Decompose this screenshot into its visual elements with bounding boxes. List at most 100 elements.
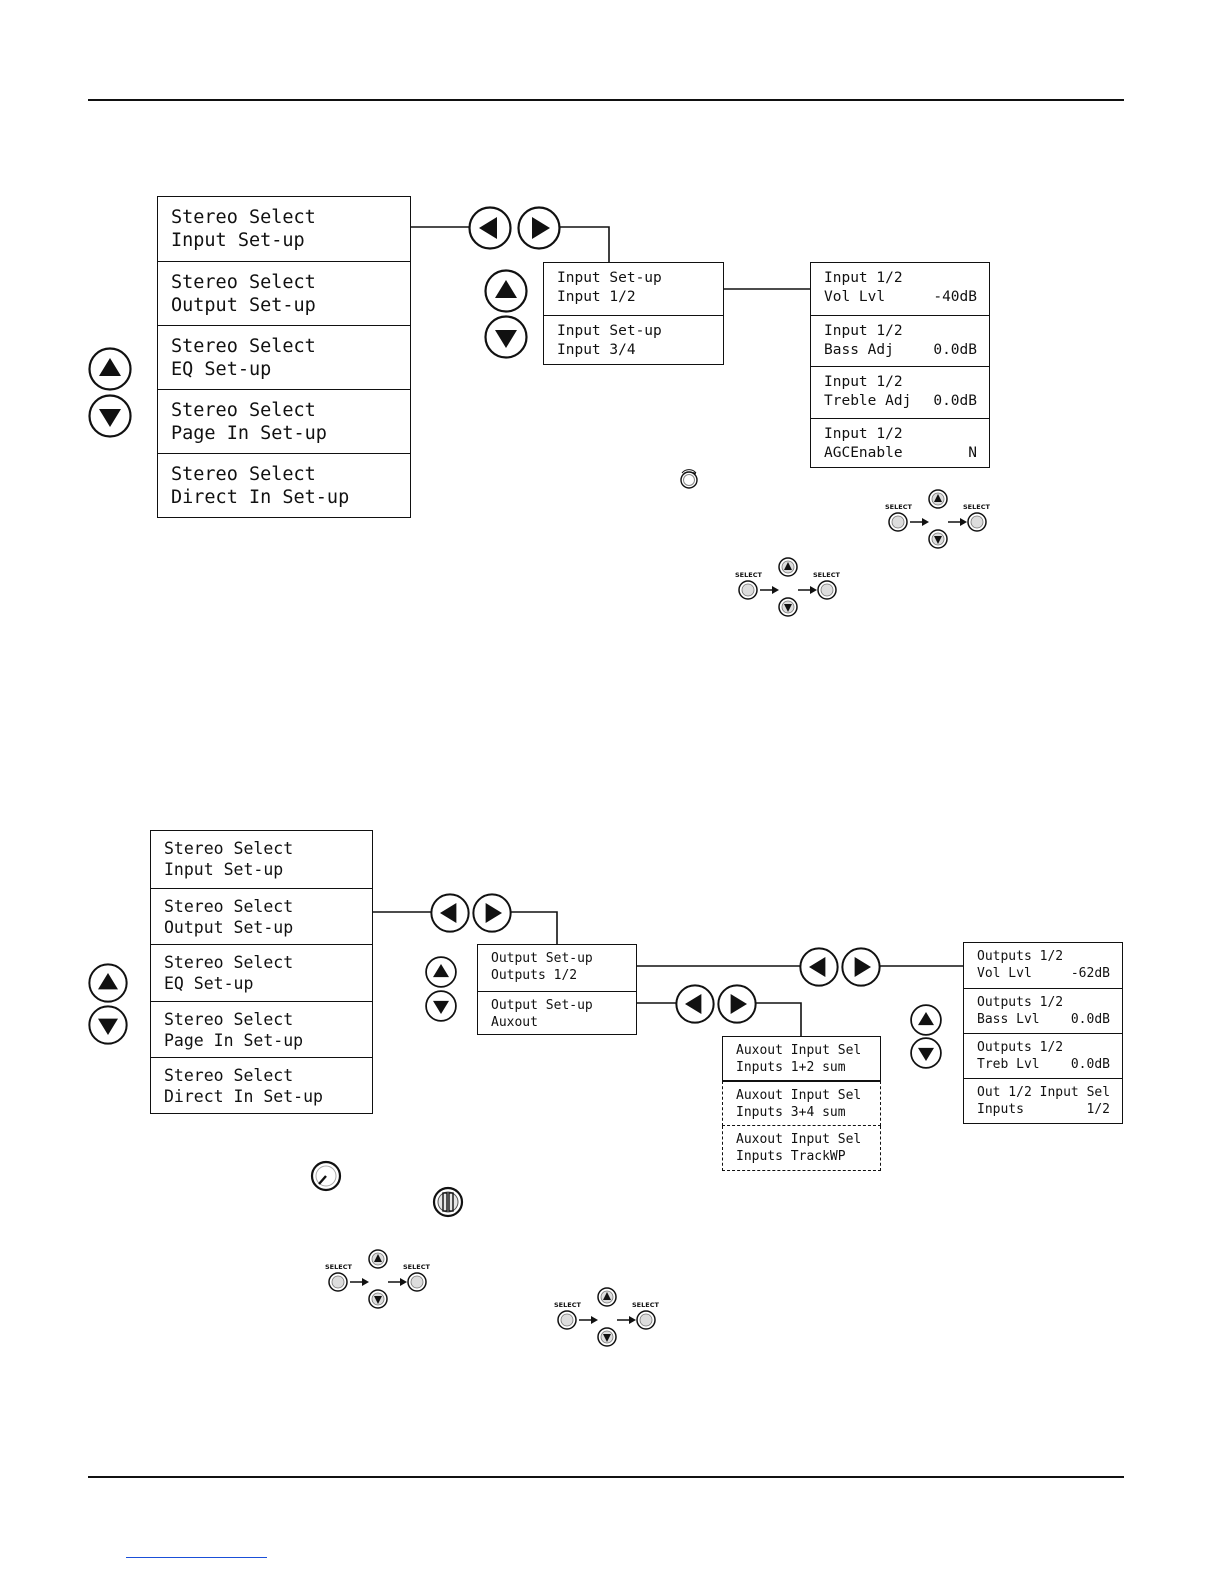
- select-label: SELECT: [325, 1263, 352, 1271]
- item-line1: Input 1/2: [824, 425, 903, 442]
- left-arrow-icon[interactable]: [675, 984, 715, 1024]
- item-line2: Direct In Set-up: [164, 1087, 323, 1106]
- item-line2: Auxout: [491, 1014, 538, 1030]
- item-line2: Inputs 3+4 sum: [736, 1105, 846, 1120]
- down-arrow-icon[interactable]: [88, 394, 132, 438]
- up-arrow-icon[interactable]: [88, 963, 128, 1003]
- up-arrow-icon[interactable]: [425, 956, 457, 988]
- item-line1: Auxout Input Sel: [736, 1043, 862, 1058]
- item-line1: Out 1/2 Input Sel: [977, 1085, 1111, 1100]
- select-sequence-icon[interactable]: SELECT SELECT: [320, 1246, 435, 1312]
- select-label: SELECT: [735, 571, 762, 579]
- item-line2: AGCEnable: [824, 444, 903, 461]
- item-line1: Stereo Select: [164, 896, 294, 916]
- menu-item-eq-setup[interactable]: Stereo Select EQ Set-up: [151, 944, 372, 1001]
- item-line1: Auxout Input Sel: [736, 1088, 862, 1103]
- up-arrow-icon[interactable]: [484, 269, 528, 313]
- select-sequence-icon[interactable]: SELECT SELECT: [549, 1284, 664, 1350]
- item-line2: Input Set-up: [164, 860, 284, 879]
- item-line2: Outputs 1/2: [491, 968, 578, 983]
- up-arrow-icon[interactable]: [88, 347, 132, 391]
- left-arrow-icon[interactable]: [799, 947, 839, 987]
- left-arrow-icon[interactable]: [430, 893, 470, 933]
- footer-link-underline: [126, 1557, 267, 1558]
- param-value: N: [968, 444, 977, 461]
- select-label: SELECT: [632, 1301, 659, 1309]
- select-sequence-icon[interactable]: SELECT SELECT: [730, 554, 845, 620]
- item-line2: Input 3/4: [557, 341, 636, 358]
- item-line2: Inputs 1+2 sum: [736, 1060, 846, 1075]
- item-line1: Stereo Select: [164, 1066, 294, 1085]
- item-line1: Auxout Input Sel: [736, 1132, 862, 1147]
- item-line2: EQ Set-up: [164, 974, 254, 993]
- right-arrow-icon[interactable]: [472, 893, 512, 933]
- item-line2: Bass Adj: [824, 341, 894, 358]
- item-line1: Outputs 1/2: [977, 1040, 1064, 1055]
- item-line2: Direct In Set-up: [171, 487, 350, 508]
- item-line1: Stereo Select: [171, 336, 316, 357]
- select-label: SELECT: [963, 503, 990, 511]
- left-arrow-icon[interactable]: [468, 206, 512, 250]
- item-line2: Input 1/2: [557, 289, 636, 305]
- param-value: -62dB: [1070, 966, 1110, 981]
- item-line2: Input Set-up: [171, 230, 305, 251]
- down-arrow-icon[interactable]: [88, 1005, 128, 1045]
- param-value: 0.0dB: [933, 341, 977, 358]
- item-line1: Stereo Select: [171, 400, 316, 421]
- param-value: 1/2: [1086, 1102, 1110, 1117]
- rotary-knob-icon: [680, 469, 698, 489]
- down-arrow-icon[interactable]: [910, 1037, 942, 1069]
- right-arrow-icon[interactable]: [717, 984, 757, 1024]
- rotary-knob-icon: [310, 1160, 342, 1192]
- item-line2: Page In Set-up: [164, 1030, 304, 1050]
- item-line2: Treble Adj: [824, 393, 912, 409]
- right-arrow-icon[interactable]: [517, 206, 561, 250]
- param-value: 0.0dB: [1070, 1012, 1110, 1027]
- item-line1: Output Set-up: [491, 997, 593, 1013]
- item-line1: Input 1/2: [824, 270, 903, 286]
- select-label: SELECT: [554, 1301, 581, 1309]
- down-arrow-icon[interactable]: [425, 990, 457, 1022]
- down-arrow-icon[interactable]: [484, 315, 528, 359]
- select-sequence-icon[interactable]: SELECT SELECT: [880, 486, 995, 552]
- item-line2: Treb Lvl: [977, 1057, 1040, 1072]
- right-arrow-icon[interactable]: [841, 947, 881, 987]
- up-arrow-icon[interactable]: [910, 1004, 942, 1036]
- item-line2: Output Set-up: [164, 917, 294, 937]
- item-line1: Stereo Select: [164, 953, 294, 972]
- item-line1: Input 1/2: [824, 322, 903, 339]
- item-line1: Stereo Select: [171, 272, 316, 293]
- top-rule: [88, 99, 1124, 101]
- select-label: SELECT: [403, 1263, 430, 1271]
